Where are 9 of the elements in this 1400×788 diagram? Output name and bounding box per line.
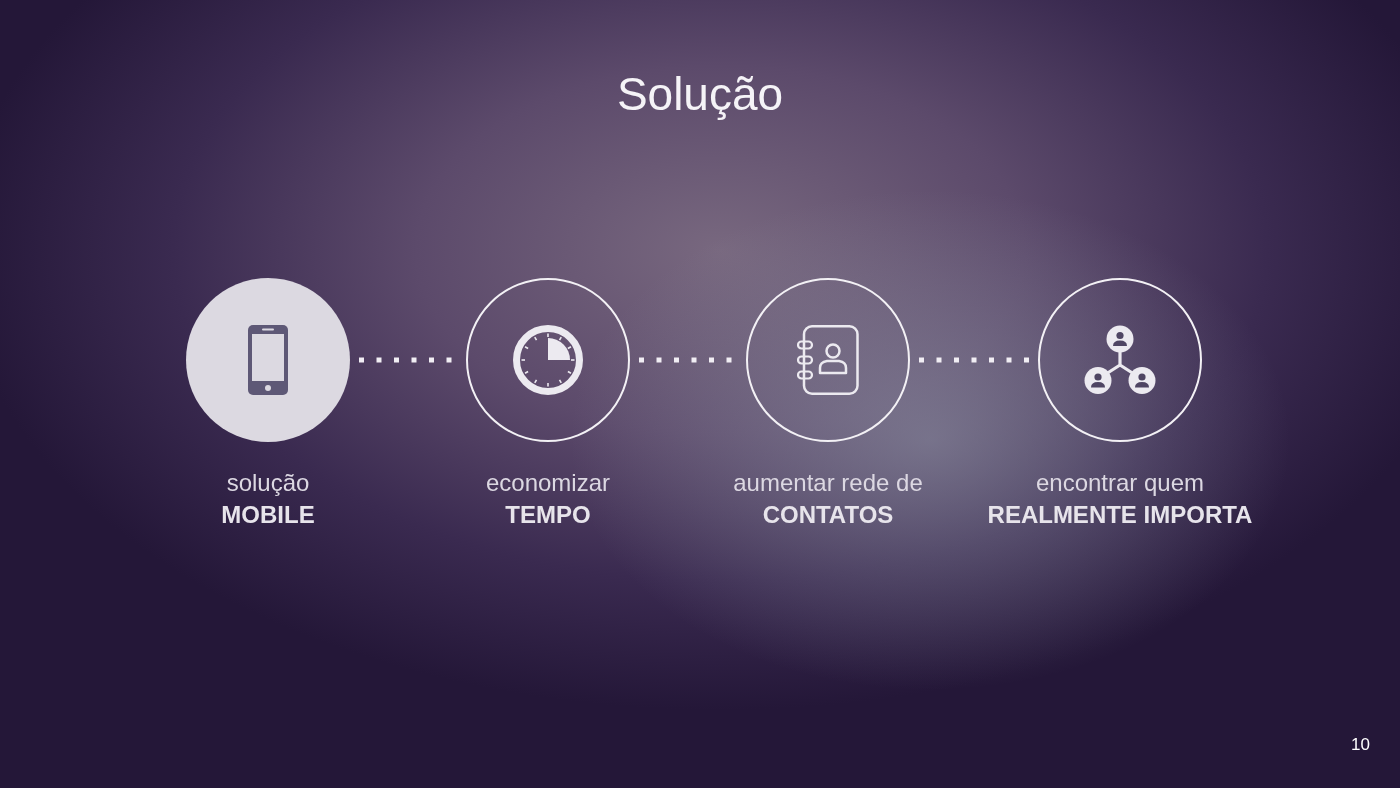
outlined-circle [746,278,910,442]
outlined-circle [1038,278,1202,442]
outlined-circle [466,278,630,442]
node-label: encontrar quem REALMENTE IMPORTA [987,468,1253,530]
node-label: aumentar rede de CONTATOS [733,468,923,530]
node-label: economizar TEMPO [485,468,611,530]
node-label: solução MOBILE [221,468,315,530]
slide-title: Solução [616,67,784,122]
page-number: 10 [1351,734,1370,756]
